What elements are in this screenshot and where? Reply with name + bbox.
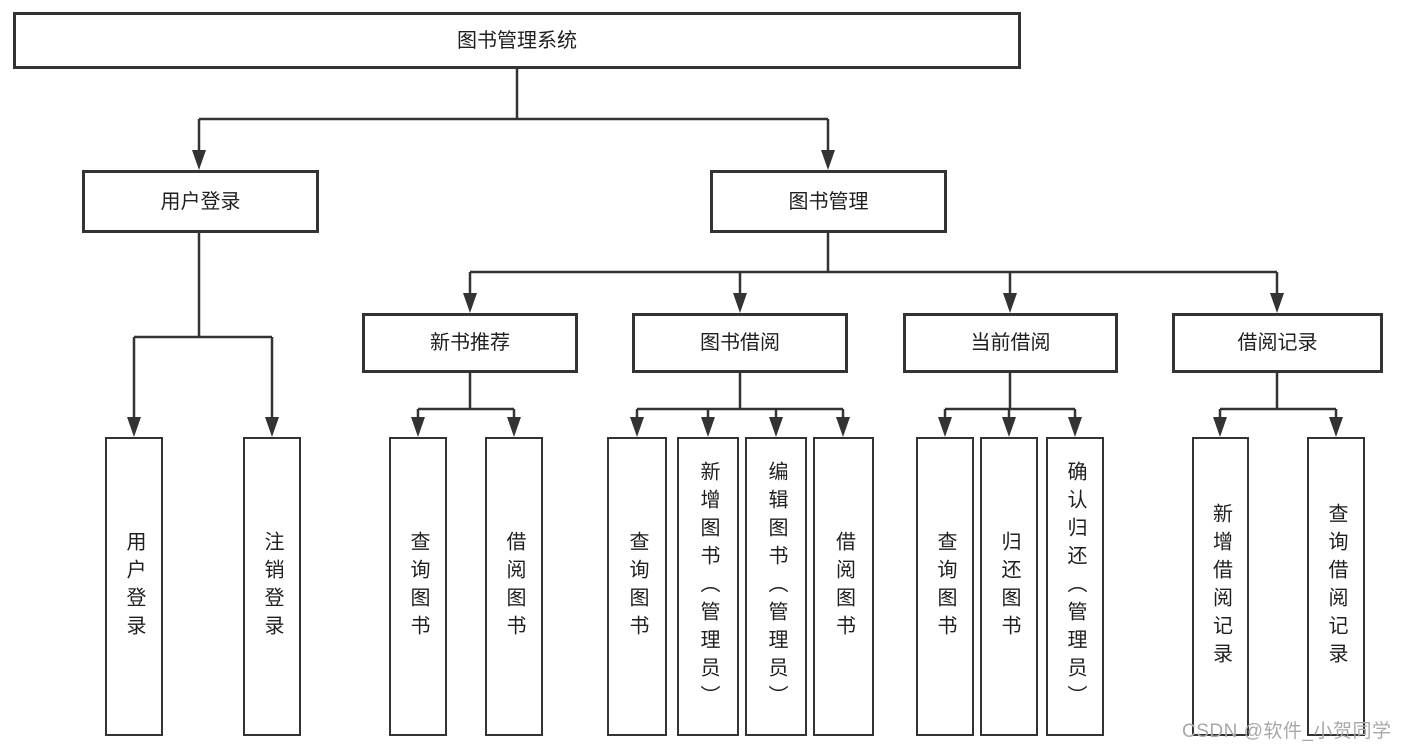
leaf-borrow-books-recommend-label: 借阅图书: [503, 530, 525, 643]
leaf-query-books-recommend: 查询图书: [389, 437, 447, 736]
leaf-user-login-label: 用户登录: [123, 530, 145, 643]
leaf-edit-books-admin-label: 编辑图书（管理员）: [765, 460, 787, 713]
leaf-query-books-borrow-label: 查询图书: [626, 530, 648, 643]
node-book-borrow: 图书借阅: [632, 313, 848, 373]
leaf-confirm-return-admin: 确认归还（管理员）: [1046, 437, 1104, 736]
leaf-query-books-recommend-label: 查询图书: [407, 530, 429, 643]
csdn-watermark: CSDN @软件_小贺同学: [1182, 721, 1392, 742]
node-new-book-recommend: 新书推荐: [362, 313, 578, 373]
node-library-management-system: 图书管理系统: [13, 12, 1021, 69]
leaf-logout-label: 注销登录: [261, 530, 283, 643]
leaf-edit-books-admin: 编辑图书（管理员）: [745, 437, 807, 736]
node-borrow-record: 借阅记录: [1172, 313, 1383, 373]
leaf-user-login: 用户登录: [105, 437, 163, 736]
leaf-query-books-current-label: 查询图书: [934, 530, 956, 643]
leaf-return-books-label: 归还图书: [998, 530, 1020, 643]
leaf-borrow-books-recommend: 借阅图书: [485, 437, 543, 736]
leaf-confirm-return-admin-label: 确认归还（管理员）: [1064, 460, 1086, 713]
leaf-borrow-books: 借阅图书: [813, 437, 874, 736]
node-current-borrow: 当前借阅: [903, 313, 1118, 373]
leaf-query-borrow-record-label: 查询借阅记录: [1325, 502, 1347, 671]
leaf-borrow-books-label: 借阅图书: [832, 530, 855, 643]
leaf-add-borrow-record-label: 新增借阅记录: [1209, 502, 1232, 671]
leaf-add-borrow-record: 新增借阅记录: [1192, 437, 1249, 736]
node-book-management: 图书管理: [710, 170, 947, 233]
leaf-query-books-current: 查询图书: [916, 437, 974, 736]
leaf-add-books-admin: 新增图书（管理员）: [677, 437, 739, 736]
leaf-query-books-borrow: 查询图书: [607, 437, 667, 736]
leaf-return-books: 归还图书: [980, 437, 1038, 736]
leaf-logout: 注销登录: [243, 437, 301, 736]
leaf-query-borrow-record: 查询借阅记录: [1307, 437, 1365, 736]
leaf-add-books-admin-label: 新增图书（管理员）: [697, 460, 719, 713]
node-user-login: 用户登录: [82, 170, 319, 233]
